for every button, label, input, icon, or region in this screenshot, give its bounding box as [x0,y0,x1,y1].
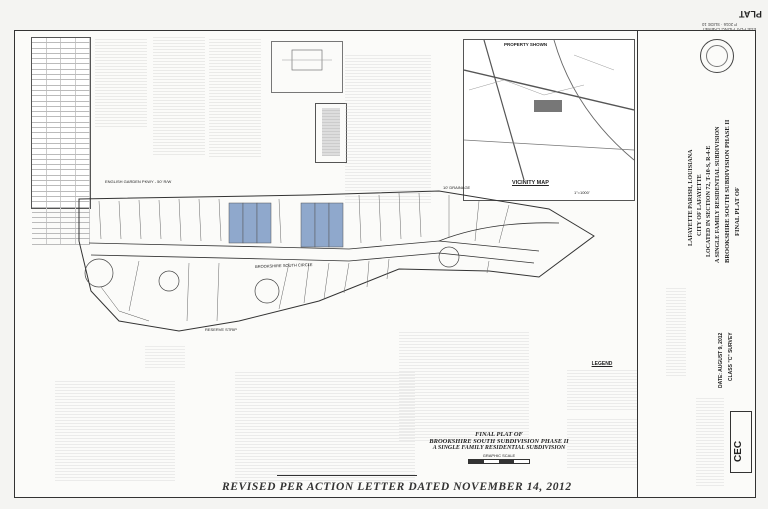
firm-logo: CEC [733,440,744,462]
engineer-info [696,396,724,486]
city-seal [700,39,734,73]
final-plat-line3: A SINGLE FAMILY RESIDENTIAL SUBDIVISION [432,445,566,451]
notes-column-3 [209,37,261,157]
firm-logo-box: CEC [730,411,752,473]
engineer-block [567,418,637,468]
title-line-2: BROOKSHIRE SOUTH SUBDIVISION PHASE II [724,119,731,263]
detail-pipe-section [315,103,347,163]
drainage-label: 10' DRAINAGE [443,185,471,190]
legal-description-bottom [55,381,175,481]
title-line-3: A SINGLE FAMILY RESIDENTIAL SUBDIVISION [715,126,721,264]
flood-notes [399,331,529,441]
vicinity-map: PROPERTY SHOWN VICINITY MAP 1"=1000' [463,39,635,201]
plat-label: PLAT [739,9,762,19]
legal-description-top [345,53,431,203]
graphic-scale-label: GRAPHIC SCALE [482,453,516,458]
curve-data-table [31,37,91,245]
title-line-1: FINAL PLAT OF [734,187,741,236]
title-block: FINAL PLAT OF BROOKSHIRE SOUTH SUBDIVISI… [637,31,755,497]
vicinity-map-title: VICINITY MAP [512,180,549,186]
drawing-border: PROPERTY SHOWN VICINITY MAP 1"=1000' FIN… [14,30,756,498]
notes-column-1 [95,37,147,127]
vicinity-scale: 1"=1000' [574,190,590,195]
survey-date: DATE: AUGUST 9, 2012 [718,332,724,388]
plat-corner-stamp: PLAT P 2016 · SLIDE 10 EGE PLAT FILING C… [702,4,762,32]
detail-detector-circle [271,41,343,93]
title-line-4: LOCATED IN SECTION 72, T-10-S, R-4-E [706,145,712,257]
subdivision-plan [78,190,595,332]
title-line-6: LAFAYETTE PARISH, LOUISIANA [688,149,694,246]
final-plat-line2: BROOKSHIRE SOUTH SUBDIVISION PHASE II [429,438,569,445]
firm-stamp [666,286,686,376]
notes-column-2 [153,37,205,155]
legend-title: LEGEND [591,361,613,367]
property-shown-label: PROPERTY SHOWN [504,42,548,47]
revision-note: REVISED PER ACTION LETTER DATED NOVEMBER… [222,481,572,493]
legend-entries [567,370,637,410]
final-plat-bottom: FINAL PLAT OF BROOKSHIRE SOUTH SUBDIVISI… [419,431,579,464]
header-road-label: ENGLISH GARDEN PKWY - 50' R/W [105,179,172,184]
graphic-scale-bar [468,459,530,464]
survey-class: CLASS "C" SURVEY [728,332,734,381]
owner-info-block [145,346,185,368]
signature-line [277,475,417,476]
certification-notes [235,371,415,481]
detail-drawing [282,49,332,71]
vicinity-roads [463,39,635,181]
final-plat-line1: FINAL PLAT OF [475,431,523,438]
reserve-label: RESERVE STRIP [205,327,237,332]
title-line-5: CITY OF LAFAYETTE [697,174,703,236]
legend-box: LEGEND [567,361,637,471]
